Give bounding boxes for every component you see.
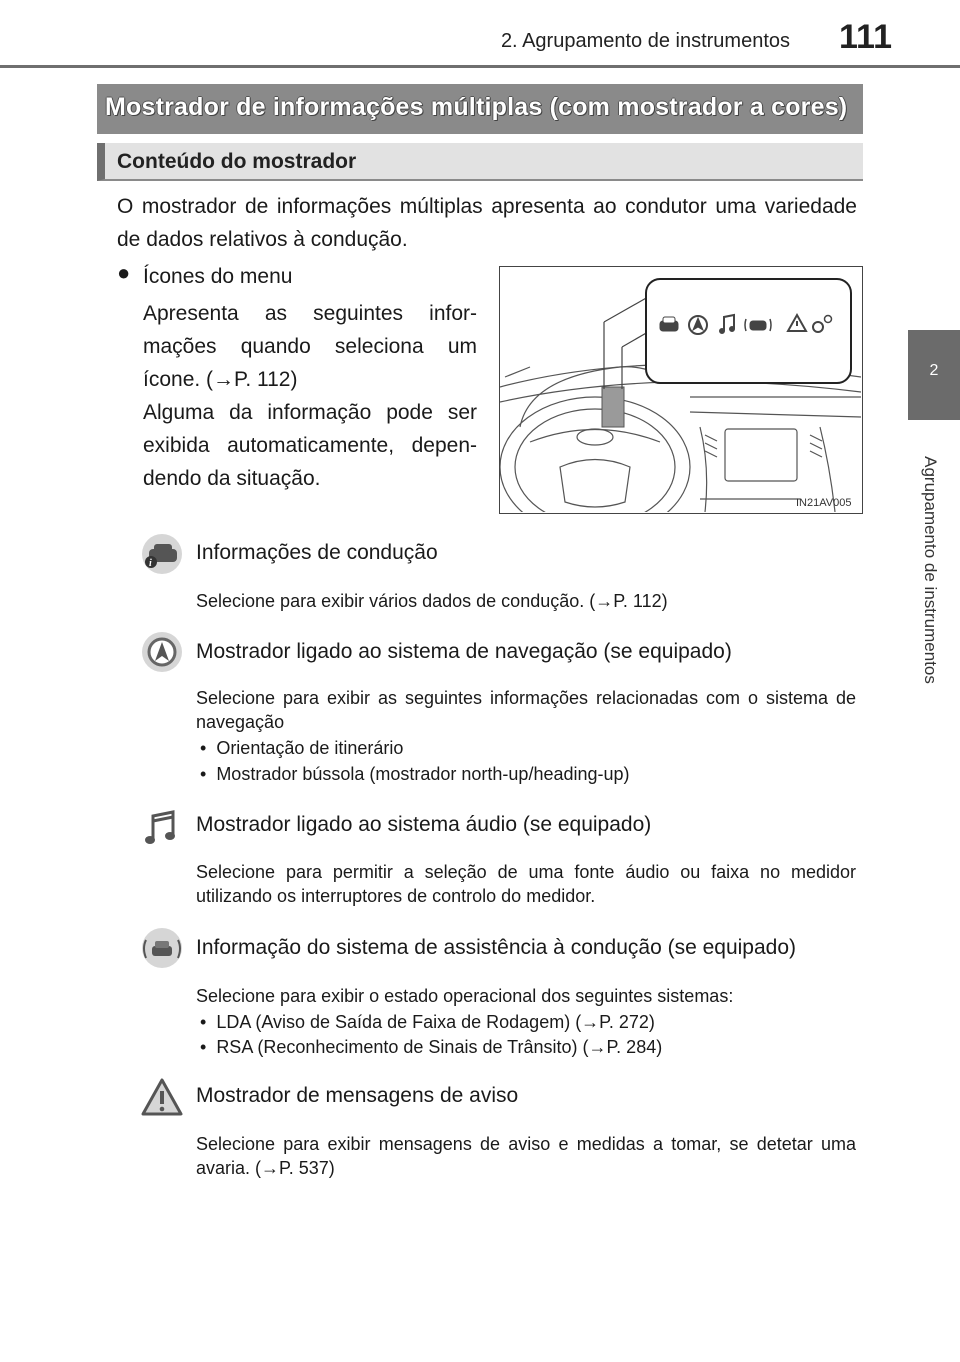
warning-triangle-icon	[140, 1076, 184, 1125]
intro-paragraph: O mostrador de informações múltiplas apr…	[117, 195, 857, 251]
item-title: Informação do sistema de assistência à c…	[196, 936, 797, 959]
list-item: • Mostrador bússola (mostrador north-up/…	[200, 764, 630, 784]
dashboard-drawing: IN21AV005	[500, 278, 862, 513]
driving-assist-icon	[140, 926, 184, 975]
item-description: Selecione para exibir o estado operacion…	[196, 986, 734, 1006]
item-description: Selecione para exibir vários dados de co…	[196, 591, 668, 611]
item-description: Selecione para exibir as seguintes infor…	[196, 688, 856, 732]
svg-text:i: i	[149, 558, 152, 569]
menu-icons-description-1: Apresenta as seguintes infor-mações quan…	[143, 302, 477, 391]
section-title-bar: Mostrador de informações múltiplas (com …	[97, 84, 863, 134]
item-title: Mostrador ligado ao sistema áudio (se eq…	[196, 813, 652, 836]
item-title: Mostrador ligado ao sistema de navegação…	[196, 640, 732, 663]
dashboard-illustration: IN21AV005	[499, 266, 863, 514]
item-description: Selecione para exibir mensagens de aviso…	[196, 1134, 856, 1178]
header-rule	[0, 65, 960, 68]
subsection-title-bar: Conteúdo do mostrador	[97, 143, 863, 181]
item-title: Mostrador de mensagens de aviso	[196, 1084, 519, 1107]
section-title: Mostrador de informações múltiplas (com …	[105, 93, 848, 121]
list-item: • RSA (Reconhecimento de Sinais de Trâns…	[200, 1037, 663, 1057]
subsection-title: Conteúdo do mostrador	[117, 150, 357, 173]
car-info-icon: i	[140, 532, 184, 581]
item-title: Informações de condução	[196, 541, 438, 564]
chapter-tab-number: 2	[929, 362, 939, 379]
navigation-icon	[140, 630, 184, 679]
menu-icons-description: Apresenta as seguintes infor-mações quan…	[143, 297, 477, 495]
bullet-icon: ●	[117, 260, 131, 285]
list-item: • LDA (Aviso de Saída de Faixa de Rodage…	[200, 1012, 655, 1032]
chapter-tab	[908, 330, 960, 420]
chapter-tab-label-text: Agrupamento de instrumentos	[921, 456, 940, 684]
running-header-section: 2. Agrupamento de instrumentos	[500, 30, 790, 52]
music-note-icon	[140, 806, 184, 855]
figure-code: IN21AV005	[796, 497, 851, 509]
chapter-tab-label: Agrupamento de instrumentos	[912, 420, 948, 720]
page-number: 111	[839, 18, 892, 56]
menu-icons-description-2: Alguma da informação pode ser exibida au…	[143, 401, 477, 490]
item-description: Selecione para permitir a seleção de uma…	[196, 862, 856, 906]
list-item: • Orientação de itinerário	[200, 738, 404, 758]
menu-icons-heading: Ícones do menu	[143, 265, 293, 288]
